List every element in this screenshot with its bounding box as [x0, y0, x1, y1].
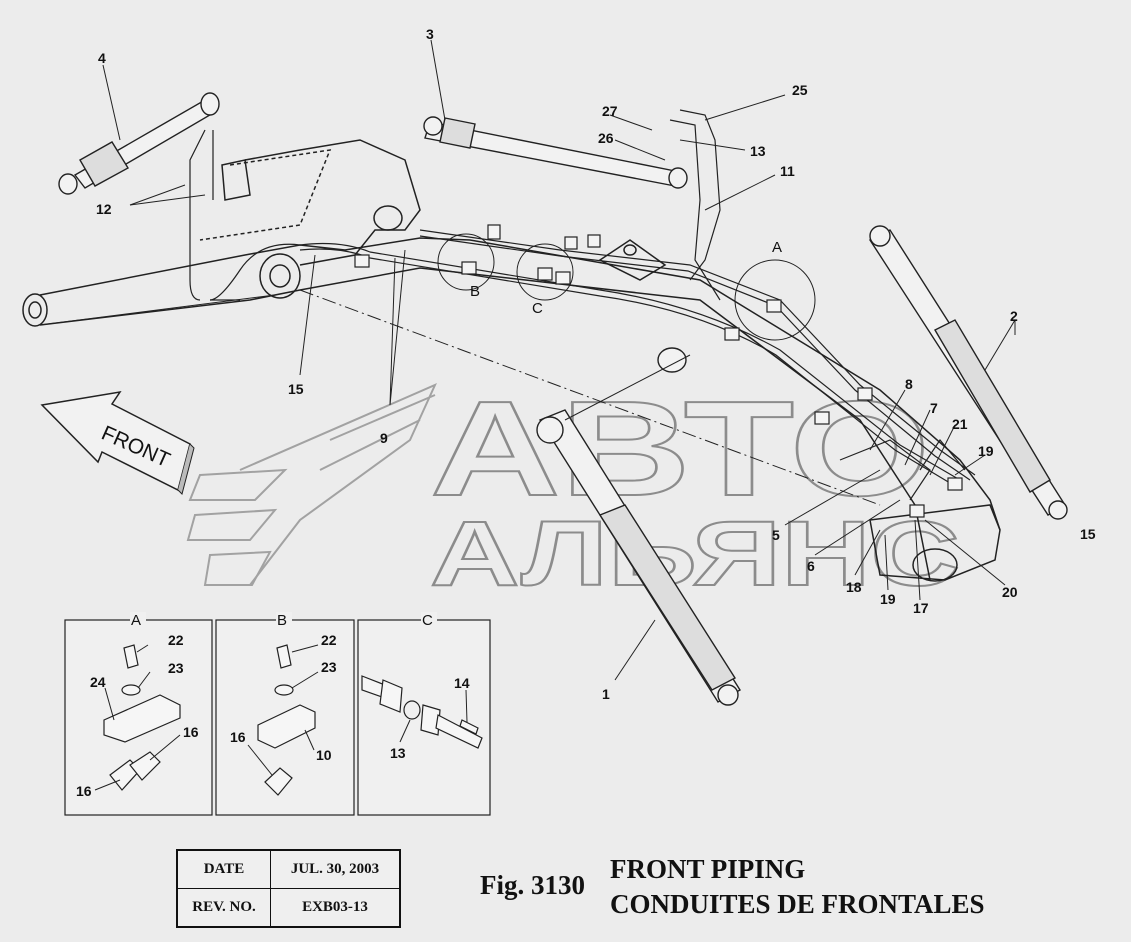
inset-b-callout-16: 16 [230, 729, 246, 745]
callout-15-left: 15 [288, 381, 304, 397]
inset-a-callout-22: 22 [168, 632, 184, 648]
callout-3: 3 [426, 26, 434, 42]
figure-title-fr: CONDUITES DE FRONTALES [610, 889, 985, 919]
inset-a-callout-24: 24 [90, 674, 106, 690]
date-value: JUL. 30, 2003 [270, 849, 401, 889]
detail-letter-b: B [470, 283, 480, 300]
inset-a-callout-16-right: 16 [183, 724, 199, 740]
inset-b: B 22 23 10 16 [215, 612, 355, 816]
inset-b-letter: B [277, 612, 287, 629]
callout-2: 2 [1010, 308, 1018, 324]
watermark-logo [186, 383, 437, 586]
inset-a-letter: A [131, 612, 141, 629]
pipe-clamps [354, 224, 963, 518]
inset-b-callout-23: 23 [321, 659, 337, 675]
callout-12: 12 [96, 201, 112, 217]
callout-19-top: 19 [978, 443, 994, 459]
callout-19-bottom: 19 [880, 591, 896, 607]
detail-letter-c: C [532, 300, 543, 317]
callout-11: 11 [780, 163, 795, 179]
revision-table: DATE JUL. 30, 2003 REV. NO. EXB03-13 [176, 849, 401, 928]
inset-b-callout-22: 22 [321, 632, 337, 648]
figure-title-en: FRONT PIPING [610, 854, 806, 884]
callout-27: 27 [602, 103, 618, 119]
inset-a: A 22 23 24 16 16 [64, 612, 213, 816]
callout-8: 8 [905, 376, 913, 392]
callout-17: 17 [913, 600, 929, 616]
callout-13: 13 [750, 143, 766, 159]
callout-7: 7 [930, 400, 938, 416]
callout-26: 26 [598, 130, 614, 146]
callout-20: 20 [1002, 584, 1018, 600]
rev-value: EXB03-13 [270, 888, 401, 928]
detail-letter-a: A [772, 239, 782, 256]
boom [22, 139, 1001, 582]
inset-c-callout-14: 14 [454, 675, 470, 691]
inset-a-callout-16-left: 16 [76, 783, 92, 799]
callout-5: 5 [772, 527, 780, 543]
callout-4: 4 [98, 50, 106, 66]
inset-c-letter: C [422, 612, 433, 629]
figure-number: Fig. 3130 [480, 870, 585, 900]
callout-18: 18 [846, 579, 862, 595]
callout-1: 1 [602, 686, 610, 702]
rev-label: REV. NO. [176, 888, 271, 928]
watermark-line1: АВТО [430, 373, 930, 524]
callout-6: 6 [807, 558, 815, 574]
callout-15-right: 15 [1080, 526, 1096, 542]
inset-b-callout-10: 10 [316, 747, 332, 763]
callout-9: 9 [380, 430, 388, 446]
inset-c-callout-13: 13 [390, 745, 406, 761]
leader-lines [102, 39, 1016, 681]
figure-title: FRONT PIPING CONDUITES DE FRONTALES [610, 852, 985, 922]
callout-25: 25 [792, 82, 808, 98]
front-arrow: FRONT [40, 390, 195, 495]
cylinders [58, 92, 1068, 706]
callout-21: 21 [952, 416, 968, 432]
inset-a-callout-23: 23 [168, 660, 184, 676]
detail-circles [437, 233, 816, 341]
date-label: DATE [176, 849, 271, 889]
inset-c: C 14 13 [357, 612, 491, 816]
